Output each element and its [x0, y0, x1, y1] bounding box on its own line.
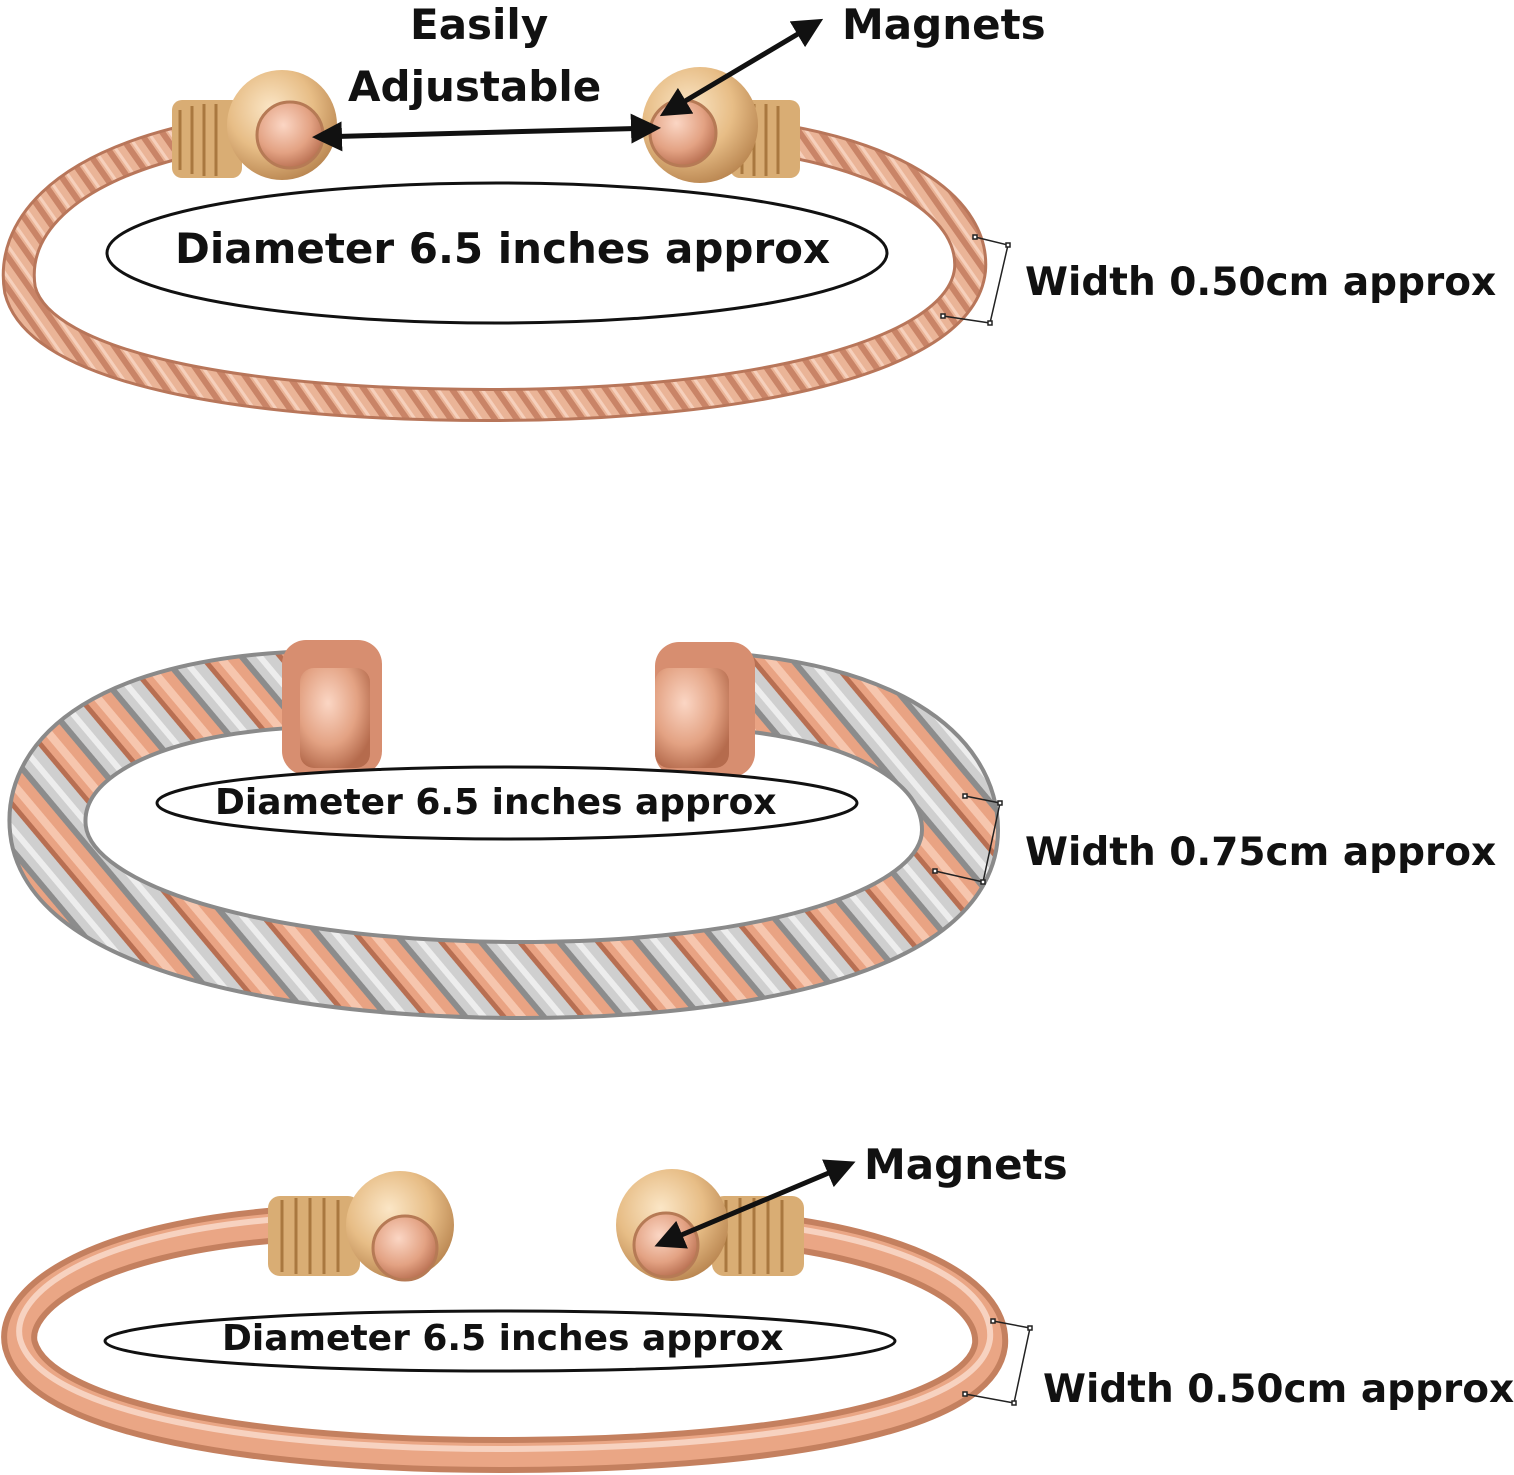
- magnet-icon: [648, 98, 718, 168]
- diameter-label: Diameter 6.5 inches approx: [222, 1318, 784, 1359]
- diameter-label: Diameter 6.5 inches approx: [215, 782, 777, 823]
- adjustable-label-line1: Easily: [410, 0, 549, 49]
- width-label: Width 0.75cm approx: [1025, 830, 1497, 875]
- magnets-arrow: [659, 18, 824, 117]
- bracelet-1-right-end: [642, 67, 800, 183]
- bracelet-1: [1, 18, 1011, 423]
- diameter-ellipse: [155, 765, 859, 841]
- width-bracket: [940, 234, 1011, 326]
- width-label: Width 0.50cm approx: [1025, 260, 1497, 305]
- bracelet-2-right-end: [655, 642, 755, 777]
- magnets-label: Magnets: [842, 0, 1046, 49]
- magnet-icon: [632, 1211, 700, 1279]
- magnet-icon: [371, 1214, 439, 1282]
- bracelet-2-left-end: [282, 640, 382, 775]
- bracelet-3-left-end: [268, 1171, 454, 1282]
- magnets-label: Magnets: [864, 1140, 1068, 1189]
- bracelet-1-left-end: [172, 70, 337, 180]
- magnets-arrow: [654, 1159, 856, 1249]
- width-bracket: [962, 1318, 1033, 1406]
- adjustable-label-line2: Adjustable: [348, 62, 602, 111]
- diameter-label: Diameter 6.5 inches approx: [175, 224, 831, 273]
- magnet-icon: [255, 100, 325, 170]
- bracelet-2: [7, 640, 1003, 1021]
- diameter-ellipse: [105, 181, 889, 325]
- width-label: Width 0.50cm approx: [1043, 1367, 1514, 1412]
- diameter-ellipse: [103, 1309, 897, 1373]
- adjust-arrow: [312, 113, 661, 152]
- bracelet-3: [1, 1159, 1033, 1474]
- width-bracket: [932, 793, 1003, 885]
